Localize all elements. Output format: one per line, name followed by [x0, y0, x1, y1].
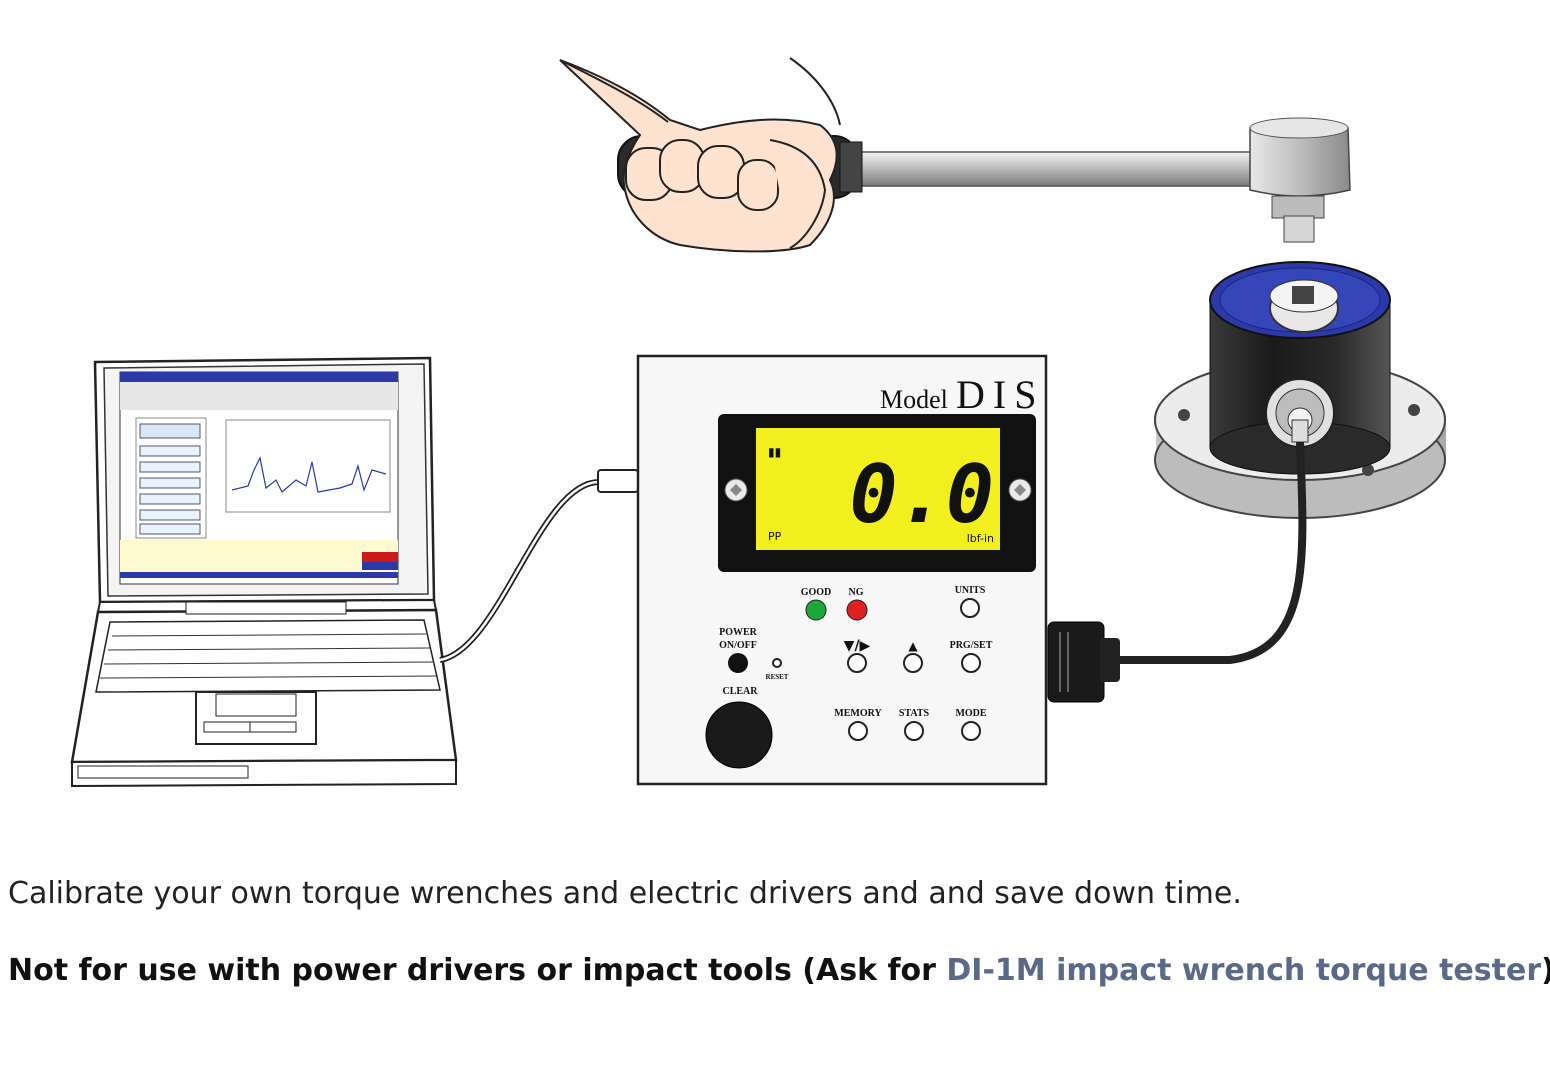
usb-plug [597, 469, 639, 493]
stats-button[interactable]: STATS [899, 708, 930, 741]
caption-calibrate: Calibrate your own torque wrenches and e… [8, 876, 1242, 911]
lcd-mode: PP [768, 530, 782, 543]
good-label: GOOD [801, 587, 832, 598]
indicator-unit: Model DIS ▮▮ 0.0 PP lbf-in GOOD NG UNITS… [636, 354, 1048, 786]
caption-warning-suffix: ). [1541, 953, 1550, 988]
good-led [805, 599, 827, 621]
mode-button[interactable]: MODE [955, 708, 987, 741]
up-button[interactable]: ▲ [903, 639, 923, 673]
torque-sensor [1154, 261, 1446, 519]
caption-warning-prefix: Not for use with power drivers or impact… [8, 953, 947, 988]
reset-label: RESET [766, 673, 789, 681]
lcd-indicator: ▮▮ [768, 445, 781, 459]
model-prefix: Model [880, 385, 948, 414]
down-right-button[interactable]: ▼/▶ [844, 638, 871, 673]
hand [559, 57, 841, 253]
prg-set-button[interactable]: PRG/SET [950, 640, 993, 673]
usb-cable [439, 478, 601, 663]
units-label: UNITS [955, 585, 986, 596]
caption-warning: Not for use with power drivers or impact… [8, 953, 1550, 988]
ng-label: NG [849, 587, 864, 598]
lcd-unit: lbf-in [967, 532, 994, 545]
impact-tester-link[interactable]: DI-1M impact wrench torque tester [946, 953, 1542, 988]
lcd-value: 0.0 [850, 448, 995, 541]
reset-button[interactable]: RESET [766, 658, 789, 681]
power-button[interactable]: POWER ON/OFF [719, 627, 758, 673]
torque-tester-illustration: Model DIS ▮▮ 0.0 PP lbf-in GOOD NG UNITS… [70, 57, 1446, 788]
sensor-cable [1100, 441, 1307, 664]
prg-set-label: PRG/SET [950, 640, 993, 651]
up-label: ▲ [908, 639, 918, 653]
units-button[interactable]: UNITS [955, 585, 986, 618]
down-right-label: ▼/▶ [844, 638, 871, 654]
ng-led [846, 599, 868, 621]
laptop [70, 356, 458, 788]
memory-label: MEMORY [834, 708, 882, 719]
lcd-screen [756, 428, 1000, 550]
model-name: DIS [956, 372, 1044, 417]
clear-label: CLEAR [722, 686, 758, 697]
mode-label: MODE [955, 708, 986, 719]
sensor-connector [1047, 621, 1120, 703]
stats-label: STATS [899, 708, 930, 719]
power-label-1: POWER [719, 627, 758, 638]
power-label-2: ON/OFF [719, 640, 757, 651]
memory-button[interactable]: MEMORY [834, 708, 882, 741]
clear-button[interactable]: CLEAR [705, 686, 773, 769]
